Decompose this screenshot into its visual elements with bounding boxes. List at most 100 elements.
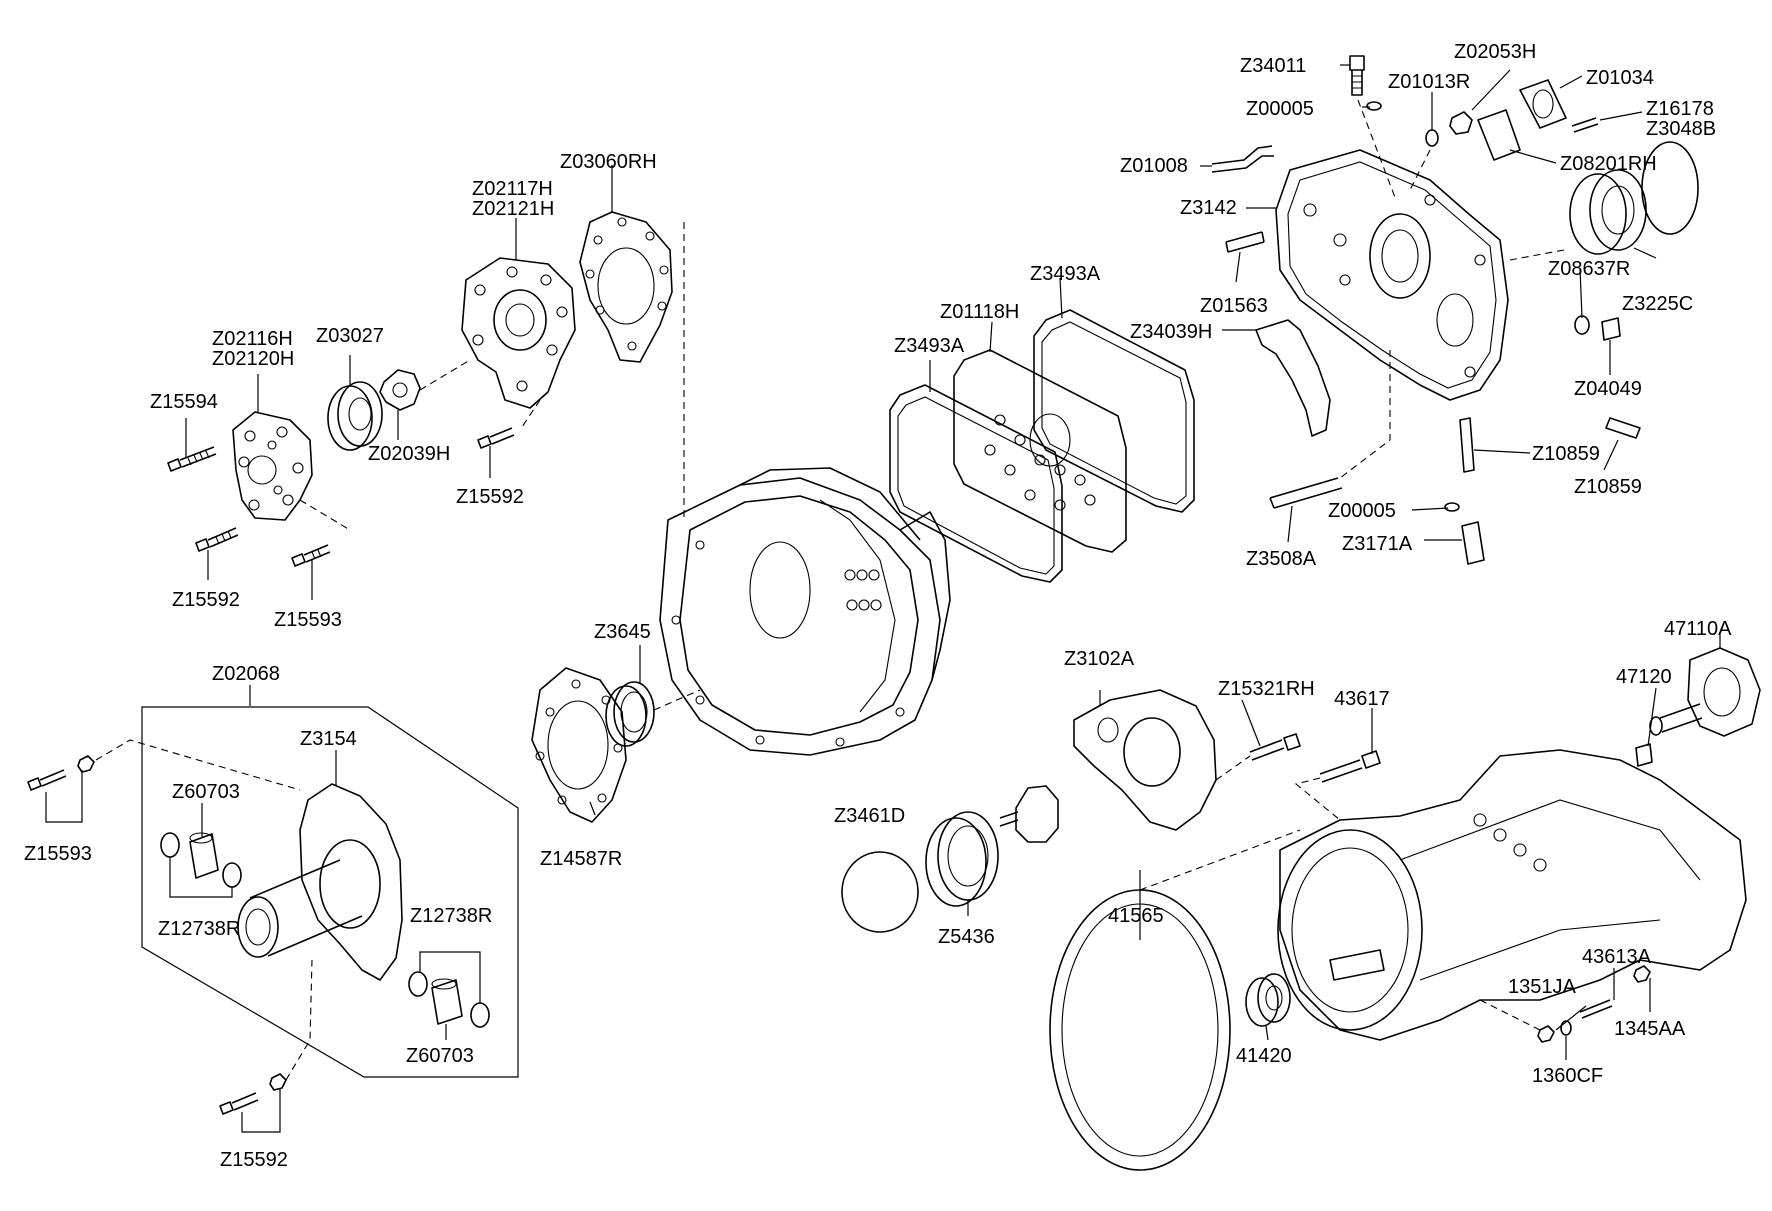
label-z02117h: Z02117H <box>472 178 553 200</box>
part-z03060rh-gasket <box>579 211 673 363</box>
part-43613a-stud <box>1579 999 1613 1019</box>
part-z08201rh-gasket <box>1477 109 1521 161</box>
label-43617: 43617 <box>1334 688 1390 710</box>
label-1345aa: 1345AA <box>1614 1018 1686 1040</box>
label-z03027: Z03027 <box>316 325 384 347</box>
label-z34011: Z34011 <box>1240 55 1306 77</box>
label-z02121h: Z02121H <box>472 198 554 220</box>
part-z3493a-gasket-mid <box>889 384 1063 583</box>
part-z60703-bushing-bottom <box>431 978 463 1025</box>
label-z16178: Z16178 <box>1646 98 1714 120</box>
label-z15592-mid: Z15592 <box>456 486 524 508</box>
label-z15594: Z15594 <box>150 391 218 413</box>
label-z14587r: Z14587R <box>540 848 622 870</box>
assembly-line <box>1215 755 1251 781</box>
part-z12738r-seal-left-b <box>222 862 242 888</box>
part-z3102a-housing <box>1073 689 1217 831</box>
part-z3645-seal <box>605 681 655 747</box>
label-41420: 41420 <box>1236 1045 1292 1067</box>
label-z15593-left: Z15593 <box>274 609 342 631</box>
part-z08637r-ring <box>1574 315 1590 335</box>
label-z04049: Z04049 <box>1574 378 1642 400</box>
assembly-line <box>1139 829 1541 1031</box>
z02068-group-frame <box>141 706 519 1078</box>
part-z60703-bushing-top <box>189 832 219 879</box>
label-z12738r-right: Z12738R <box>410 905 492 927</box>
part-z00005-washer-bottom <box>1444 502 1460 512</box>
label-41565: 41565 <box>1108 905 1164 927</box>
part-47110a-actuator <box>1649 647 1761 737</box>
label-z00005-bot: Z00005 <box>1328 500 1396 522</box>
label-z3461d: Z3461D <box>834 805 905 827</box>
label-z3154: Z3154 <box>300 728 357 750</box>
part-z02039h-rotor <box>379 369 421 411</box>
part-z01034-flange <box>1519 79 1567 129</box>
part-z3461d-o-ring <box>841 851 919 933</box>
label-z15593-bot: Z15593 <box>24 843 92 865</box>
part-z01563-pin <box>1225 231 1265 253</box>
label-z03060rh: Z03060RH <box>560 151 657 173</box>
assembly-line <box>1294 777 1341 821</box>
label-z02068: Z02068 <box>212 663 280 685</box>
assembly-line <box>1509 249 1565 261</box>
label-47110a: 47110A <box>1664 618 1732 640</box>
part-z12738r-seal-left-a <box>160 832 180 858</box>
label-z3102a: Z3102A <box>1064 648 1135 670</box>
part-z15593-bolt-nut <box>27 755 95 791</box>
label-z3645: Z3645 <box>594 621 651 643</box>
label-z3508a: Z3508A <box>1246 548 1317 570</box>
label-z5436: Z5436 <box>938 926 995 948</box>
part-z15592-bolt-nut <box>219 1073 287 1115</box>
leader-lines <box>45 64 1721 1133</box>
label-z3493a-top: Z3493A <box>1030 263 1101 285</box>
label-z3142: Z3142 <box>1180 197 1237 219</box>
label-43613a: 43613A <box>1582 946 1652 968</box>
part-clutch-housing <box>659 467 951 756</box>
label-1360cf: 1360CF <box>1532 1065 1603 1087</box>
part-z3142-rear-housing <box>1275 149 1509 401</box>
label-z12738r-left: Z12738R <box>158 918 240 940</box>
label-z34039h: Z34039H <box>1130 321 1212 343</box>
label-z10859-a: Z10859 <box>1532 443 1600 465</box>
label-z02053h: Z02053H <box>1454 41 1536 63</box>
part-z01118h-gasket <box>953 349 1127 553</box>
part-z15594-bolt <box>167 446 217 472</box>
part-1360cf-washer <box>1560 1020 1572 1036</box>
part-z12738r-seal-right-a <box>408 971 428 997</box>
part-pinion-gear <box>999 785 1059 843</box>
part-z3171a-switch <box>1461 521 1485 565</box>
assembly-line <box>519 399 541 431</box>
assembly-line <box>285 959 313 1081</box>
part-z10859-sensor-a <box>1459 417 1475 473</box>
part-z15592-bolt-mid <box>477 427 515 449</box>
assembly-line <box>299 499 351 531</box>
part-z01013r-washer <box>1425 129 1439 147</box>
part-z3493a-gasket-top <box>1033 309 1195 513</box>
label-z00005-top: Z00005 <box>1246 98 1314 120</box>
part-z15321rh-bolt <box>1249 733 1301 761</box>
label-1351ja: 1351JA <box>1508 976 1576 998</box>
label-z60703-bot: Z60703 <box>406 1045 474 1067</box>
label-z3493a-mid: Z3493A <box>894 335 965 357</box>
label-z08637r: Z08637R <box>1548 258 1630 280</box>
label-z01034: Z01034 <box>1586 67 1654 89</box>
label-z3171a: Z3171A <box>1342 533 1413 555</box>
label-z02120h: Z02120H <box>212 348 294 370</box>
label-z15321rh: Z15321RH <box>1218 678 1315 700</box>
part-z3154-bearing-housing <box>237 783 403 981</box>
label-z01008: Z01008 <box>1120 155 1188 177</box>
part-43617-bolt <box>1319 750 1381 783</box>
label-z10859-b: Z10859 <box>1574 476 1642 498</box>
part-z04049-plug <box>1601 317 1621 341</box>
part-z02117h-pump-housing <box>461 257 576 409</box>
part-z16178-bolt <box>1571 117 1599 133</box>
assembly-line <box>1409 149 1431 191</box>
part-z01008-hose <box>1211 145 1274 173</box>
assembly-line <box>1357 99 1397 201</box>
label-z3225c: Z3225C <box>1622 293 1693 315</box>
part-47120-spline <box>1635 743 1653 767</box>
label-47120: 47120 <box>1616 666 1672 688</box>
part-z02053h-nut <box>1449 111 1473 135</box>
